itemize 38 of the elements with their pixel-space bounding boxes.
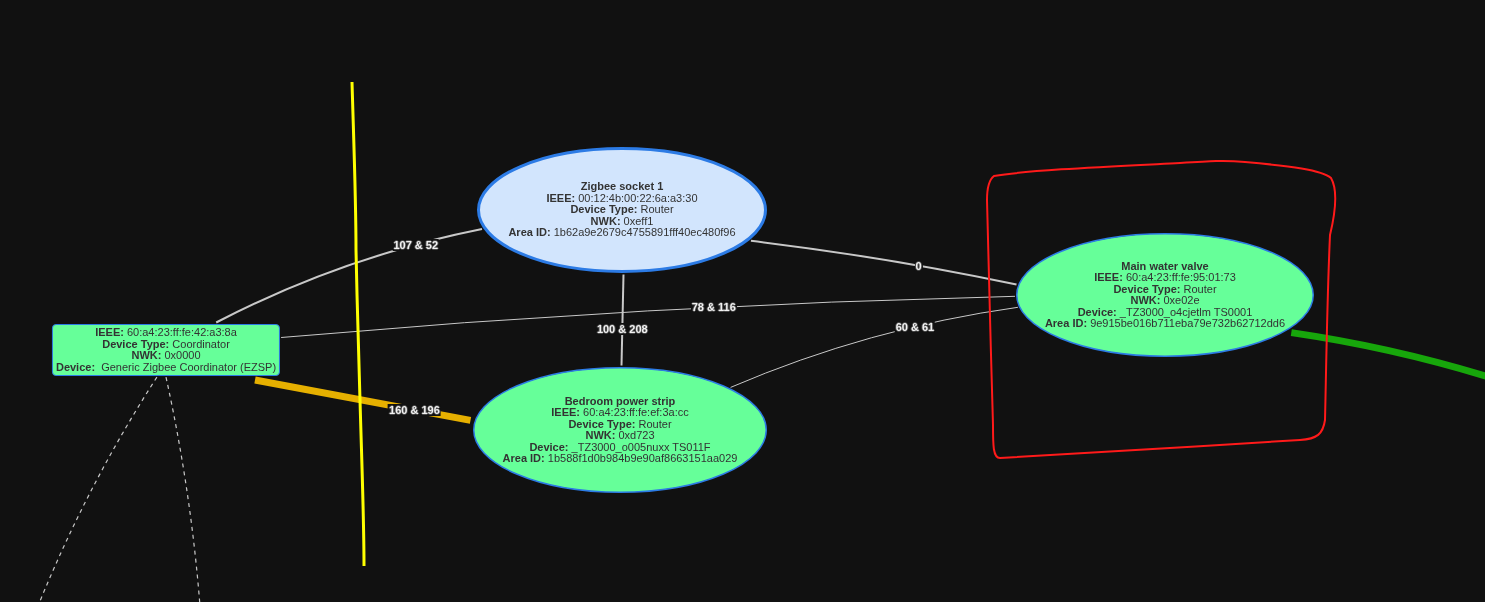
device-info-text: Device Type: Coordinator xyxy=(102,338,230,350)
edge-label: 0 xyxy=(914,259,923,272)
device-info-text: Device Type: Router xyxy=(1113,283,1217,295)
connection-line xyxy=(254,376,472,424)
device-info-text: IEEE: 60:a4:23:ff:fe:42:a3:8a xyxy=(95,327,237,339)
device-info-text: IEEE: 00:12:4b:00:22:6a:a3:30 xyxy=(546,192,698,205)
edge-label: 107 & 52 xyxy=(392,238,440,251)
device-info-text: Device: Generic Zigbee Coordinator (EZSP) xyxy=(55,361,277,373)
device-info-text: Area ID: 9e915be016b711eba79e732b62712dd6 xyxy=(1044,318,1286,330)
connection-line xyxy=(620,273,625,367)
device-info-text: IEEE: 60:a4:23:ff:fe:ef:3a:cc xyxy=(551,407,689,419)
edge-label: 78 & 116 xyxy=(690,301,737,314)
device-ellipse xyxy=(1016,233,1314,357)
connection-line xyxy=(280,295,1016,338)
device-info-text: IEEE: 60:a4:23:ff:fe:95:01:73 xyxy=(1094,272,1236,284)
device-info-text: Device: _TZ3000_o4cjetlm TS0001 xyxy=(1077,306,1253,318)
connection-line xyxy=(165,376,201,602)
device-info-text: Area ID: 1b588f1d0b984b9e90af8663151aa029 xyxy=(502,453,738,465)
device-info-text: Area ID: 1b62a9e2679c4755891fff40ec480f96 xyxy=(508,227,736,239)
edge-label: 60 & 61 xyxy=(894,320,936,333)
device-name: Zigbee socket 1 xyxy=(580,181,664,193)
device-info-text: NWK: 0x0000 xyxy=(131,350,201,362)
device-info-text: Device: _TZ3000_o005nuxx TS011F xyxy=(529,441,711,453)
edge-label: 160 & 196 xyxy=(388,403,441,416)
edge-label: 100 & 208 xyxy=(595,323,649,336)
device-name: Main water valve xyxy=(1121,260,1209,272)
device-name: Bedroom power strip xyxy=(564,395,676,407)
connection-line xyxy=(1290,329,1485,382)
device-info-text: Device Type: Router xyxy=(570,204,674,216)
device-info-text: NWK: 0xd723 xyxy=(585,430,655,442)
device-info-text: NWK: 0xe02e xyxy=(1130,295,1200,307)
connection-line xyxy=(749,239,1018,286)
device-ellipse xyxy=(473,367,767,493)
device-info-text: NWK: 0xeff1 xyxy=(590,215,654,228)
connection-line xyxy=(37,376,158,602)
device-info-text: Device Type: Router xyxy=(568,418,672,430)
device-box xyxy=(51,324,281,376)
device-ellipse xyxy=(477,147,767,273)
